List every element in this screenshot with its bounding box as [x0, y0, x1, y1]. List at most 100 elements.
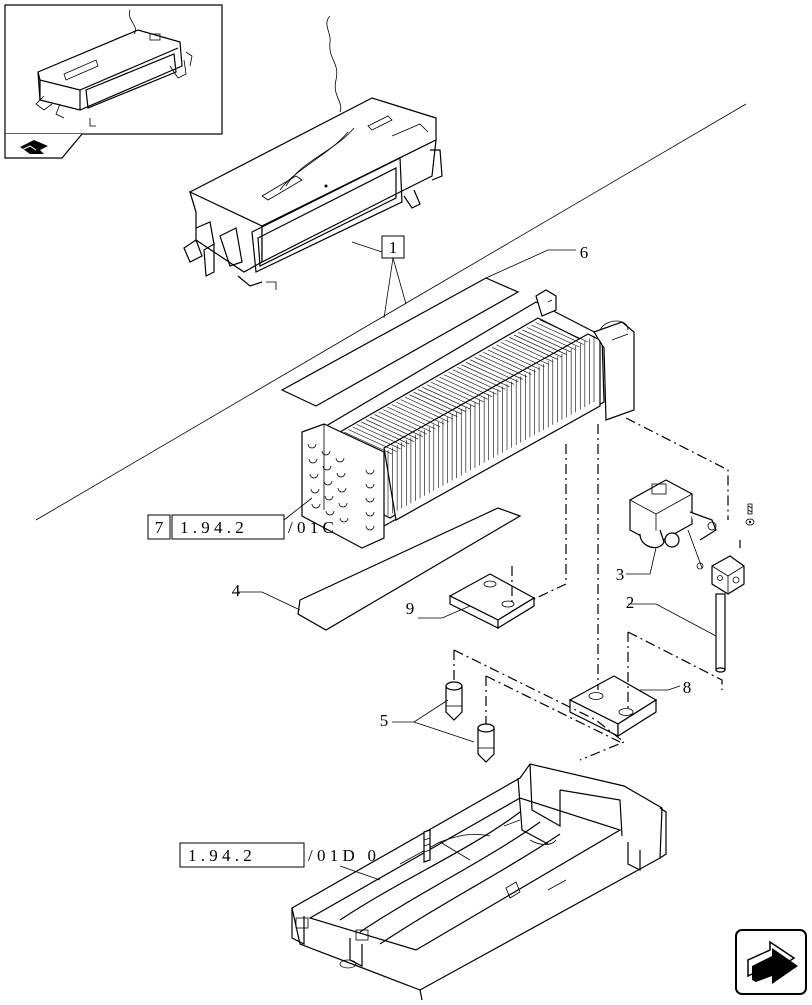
svg-text:1: 1 [389, 238, 398, 257]
fin-line [509, 337, 558, 360]
evaporator-housing-assembly [183, 15, 443, 290]
callout-3: 3 [616, 565, 625, 584]
next-page-arrow-icon [747, 940, 798, 984]
fin-line [518, 332, 567, 355]
fin-line [513, 334, 562, 358]
fin-line [478, 354, 528, 378]
next-page-nav-button[interactable] [735, 929, 807, 995]
tube-hole [339, 517, 349, 523]
fin-line [391, 404, 441, 427]
fin-line [409, 394, 458, 417]
fin-line [505, 339, 554, 363]
fin-line [430, 381, 480, 405]
part-6-foam-pad [280, 277, 520, 407]
tube-hole [311, 503, 321, 509]
tube-hole [325, 510, 335, 516]
svg-text:/ 0 1 C: / 0 1 C [288, 518, 334, 537]
callout-2: 2 [626, 593, 635, 612]
fin-line [483, 352, 532, 375]
part-9-support-block [448, 573, 536, 630]
fin-line [465, 362, 515, 385]
fin-line [396, 401, 445, 425]
screw-icon [745, 503, 755, 526]
fin-line [496, 344, 545, 368]
part-3-expansion-valve [629, 479, 717, 570]
fin-line [361, 421, 410, 445]
fin-lines [343, 319, 595, 516]
assembly-center-lines [453, 417, 741, 761]
part-5-studs [445, 681, 495, 763]
inset-orientation-icon [20, 140, 48, 154]
fin-line [452, 369, 502, 393]
svg-text:1 . 9 4 . 2: 1 . 9 4 . 2 [180, 518, 244, 537]
tube-hole [323, 480, 333, 486]
fin-line [439, 376, 488, 400]
fin-line [352, 426, 401, 450]
inset-thumbnail [4, 4, 223, 159]
tube-hole [365, 469, 375, 475]
callout-8: 8 [683, 678, 692, 697]
fin-line [500, 342, 549, 365]
fin-line [474, 357, 523, 380]
tube-hole [338, 502, 348, 508]
tube-hole [322, 465, 332, 471]
tube-hole [336, 472, 346, 478]
fin-line [404, 396, 454, 420]
fin-line [539, 319, 589, 343]
fin-line [374, 414, 423, 437]
fin-line [348, 429, 397, 452]
fin-line [435, 379, 484, 403]
tube-hole [335, 457, 345, 463]
tube-holes [307, 443, 375, 531]
fin-line [487, 349, 536, 373]
fin-line [444, 374, 493, 398]
fin-line [526, 327, 576, 350]
callout-6: 6 [580, 243, 589, 262]
tube-hole [310, 488, 320, 494]
callout-5: 5 [380, 711, 389, 730]
fin-line [417, 389, 467, 412]
tube-hole [324, 495, 334, 501]
fin-line [426, 384, 475, 407]
tube-hole [365, 525, 375, 531]
fin-line [531, 324, 580, 348]
tube-hole [365, 511, 375, 517]
fin-line [387, 406, 436, 430]
svg-text:7: 7 [155, 518, 164, 537]
fin-line [343, 431, 393, 455]
fin-line [400, 399, 449, 422]
fin-line [383, 409, 432, 432]
fin-line [491, 347, 541, 370]
reference-box-lower: 1 . 9 4 . 2 / 0 1 D 0 [179, 842, 376, 868]
part-4-foam-pad [297, 507, 522, 631]
fin-line [448, 371, 497, 395]
tube-hole [365, 497, 375, 503]
svg-text:1 . 9 4 . 2: 1 . 9 4 . 2 [188, 846, 252, 865]
fin-line [522, 329, 571, 353]
tube-hole [308, 458, 318, 464]
fin-line [365, 419, 414, 442]
fin-line [461, 364, 510, 388]
fin-line [535, 322, 584, 345]
part-8-support-block [568, 675, 658, 738]
callout-9: 9 [406, 599, 415, 618]
tube-hole [307, 443, 317, 449]
evaporator-core [301, 289, 635, 549]
svg-text:/ 0 1 D 0: / 0 1 D 0 [308, 846, 376, 865]
fin-line [370, 416, 419, 440]
fin-line [470, 359, 519, 383]
fin-line [457, 367, 506, 390]
reference-box-upper: 7 1 . 9 4 . 2 / 0 1 C [147, 514, 334, 540]
base-tray-assembly [291, 763, 667, 1001]
tube-hole [321, 450, 331, 456]
fin-line [413, 391, 462, 415]
tube-hole [309, 473, 319, 479]
fin-line [356, 424, 406, 447]
fin-line [378, 411, 427, 435]
part-2-thermostat-sensor [711, 555, 745, 673]
callout-1: 1 [381, 235, 405, 259]
tube-hole [337, 487, 347, 493]
tube-hole [365, 483, 375, 489]
fin-line [422, 386, 471, 410]
